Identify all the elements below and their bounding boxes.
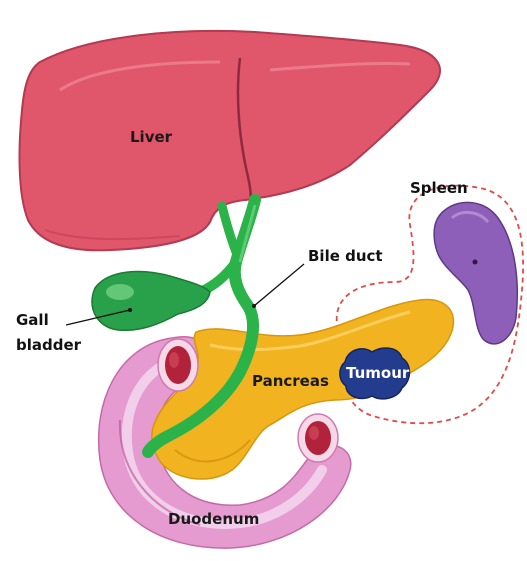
liver-label: Liver <box>130 128 173 146</box>
gall-bladder-label-line1: Gall <box>16 311 49 329</box>
gall-bladder-label-line2: bladder <box>16 336 82 354</box>
tumour-label: Tumour <box>346 364 410 382</box>
vessel-upper <box>158 339 198 391</box>
pancreas-label: Pancreas <box>252 372 329 390</box>
vessel-lower <box>298 414 338 462</box>
liver <box>20 31 440 250</box>
gall-bladder <box>92 272 210 331</box>
duodenum-label: Duodenum <box>168 510 259 528</box>
spleen-label: Spleen <box>410 179 468 197</box>
bile-duct-label: Bile duct <box>308 247 383 265</box>
bile-duct-pointer <box>254 264 304 306</box>
